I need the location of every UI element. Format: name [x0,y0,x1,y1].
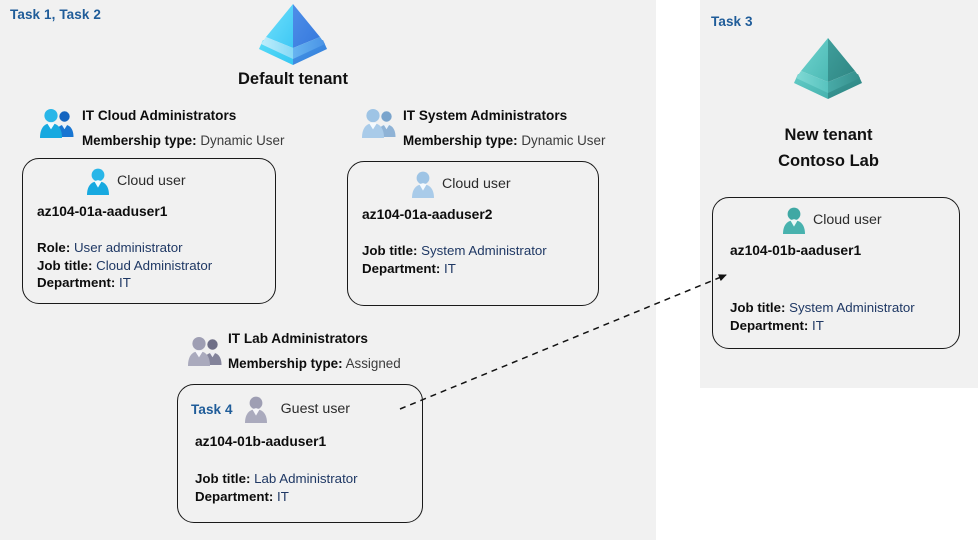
card-header: Cloud user [85,167,186,195]
membership-type-value: Dynamic User [200,133,285,148]
user-principal-name: az104-01b-aaduser1 [195,434,327,449]
cloud-user-icon [85,167,111,195]
group-membership-it-lab-administrators: Membership type: Assigned [228,356,401,371]
cloud-user-icon [781,206,807,234]
group-name-it-system-administrators: IT System Administrators [403,108,568,123]
default-tenant-panel [0,0,656,540]
card-header: Cloud user [410,170,511,198]
user-prop-job-title: Job title: Cloud Administrator [37,257,212,275]
prop-value: IT [444,260,456,276]
user-card-new-tenant-az104-01b-aaduser1[interactable]: Cloud user az104-01b-aaduser1 Job title:… [712,197,960,349]
default-tenant-label: Default tenant [237,70,348,88]
user-prop-department: Department: IT [195,488,358,506]
user-principal-name: az104-01a-aaduser2 [362,207,493,222]
group-name-it-cloud-administrators: IT Cloud Administrators [82,108,237,123]
user-type-label: Cloud user [442,176,511,192]
user-properties: Role: User administrator Job title: Clou… [37,239,212,292]
membership-type-value: Assigned [345,356,401,371]
card-header: Task 4 Guest user [191,395,350,423]
prop-label: Role: [37,240,71,255]
prop-label: Job title: [362,243,418,258]
membership-type-label: Membership type: [82,133,197,148]
user-card-az104-01a-aaduser1[interactable]: Cloud user az104-01a-aaduser1 Role: User… [22,158,276,304]
membership-type-label: Membership type: [403,133,518,148]
user-prop-job-title: Job title: System Administrator [362,242,547,260]
group-users-icon [38,107,78,139]
user-prop-job-title: Job title: Lab Administrator [195,470,358,488]
membership-type-value: Dynamic User [521,133,606,148]
prop-value: Cloud Administrator [96,257,213,273]
user-card-guest-az104-01b-aaduser1[interactable]: Task 4 Guest user az104-01b-aaduser1 Job… [177,384,423,523]
user-type-label: Guest user [280,401,351,417]
user-prop-role: Role: User administrator [37,239,212,257]
user-type-label: Cloud user [117,173,186,189]
user-prop-department: Department: IT [730,317,915,335]
prop-label: Department: [730,317,809,333]
prop-label: Job title: [730,300,786,315]
group-users-icon [186,335,226,367]
user-principal-name: az104-01a-aaduser1 [37,204,168,219]
cloud-user-icon [410,170,436,198]
prop-value: User administrator [73,240,183,255]
task-tag-guest-user: Task 4 [191,401,233,417]
user-properties: Job title: System Administrator Departme… [362,242,547,277]
user-type-label: Cloud user [813,212,882,228]
new-tenant-label-line1: New tenant [784,126,873,144]
task-tag-new-tenant: Task 3 [711,14,753,29]
guest-user-icon [243,395,269,423]
user-prop-department: Department: IT [37,274,212,292]
prop-label: Job title: [195,471,251,486]
group-membership-it-system-administrators: Membership type: Dynamic User [403,133,605,148]
user-card-az104-01a-aaduser2[interactable]: Cloud user az104-01a-aaduser2 Job title:… [347,161,599,306]
prop-value: System Administrator [421,243,547,258]
prop-label: Department: [37,275,116,290]
prop-value: System Administrator [789,300,915,315]
new-tenant-label-line2: Contoso Lab [778,152,879,170]
prop-label: Department: [362,260,441,276]
user-prop-department: Department: IT [362,260,547,278]
card-header: Cloud user [781,206,882,234]
group-users-icon [360,107,400,139]
group-membership-it-cloud-administrators: Membership type: Dynamic User [82,133,284,148]
prop-label: Job title: [37,257,93,273]
membership-type-label: Membership type: [228,356,343,371]
user-properties: Job title: Lab Administrator Department:… [195,470,358,505]
prop-value: IT [812,317,824,333]
user-principal-name: az104-01b-aaduser1 [730,243,862,258]
prop-label: Department: [195,488,274,504]
prop-value: Lab Administrator [254,471,358,486]
user-prop-job-title: Job title: System Administrator [730,299,915,317]
group-name-it-lab-administrators: IT Lab Administrators [228,331,368,346]
user-properties: Job title: System Administrator Departme… [730,299,915,334]
prop-value: IT [119,275,131,290]
task-tag-default-tenant: Task 1, Task 2 [10,7,101,22]
prop-value: IT [277,488,289,504]
